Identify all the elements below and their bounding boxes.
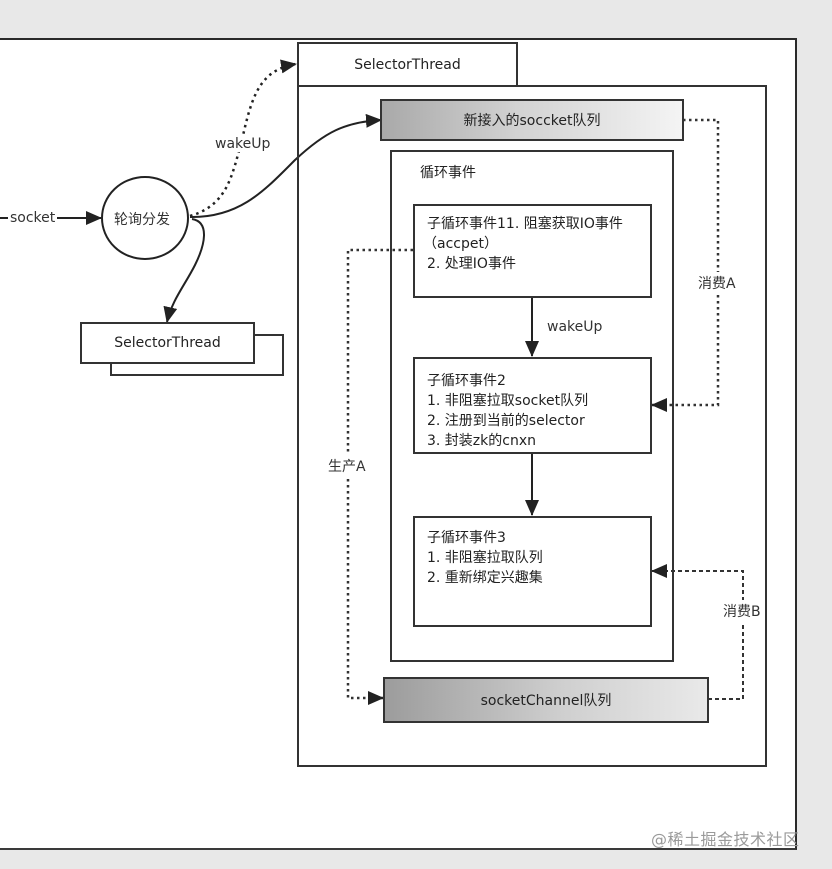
socket-channel-queue-label: socketChannel队列 [480,693,612,709]
socket-channel-queue: socketChannel队列 [383,677,709,723]
dispatch-to-queue-arrow [189,113,382,219]
loop-event-container [390,150,674,662]
consume-a-label: 消费A [698,272,736,294]
sub-loop-3: 子循环事件3 1. 非阻塞拉取队列 2. 重新绑定兴趣集 [413,516,652,627]
loop-event-title: 循环事件 [420,165,476,181]
sub-loop-2-line-2: 1. 非阻塞拉取socket队列 [427,393,589,409]
consume-b-label: 消费B [723,600,761,622]
sub-loop-2-line-3: 2. 注册到当前的selector [427,413,585,429]
produce-a-label: 生产A [328,455,366,477]
dispatcher-node [101,176,189,260]
consume-b-connector [651,564,744,700]
selector-thread-secondary: SelectorThread [80,322,255,364]
sub-loop-3-line-1: 子循环事件3 [427,530,506,546]
selector-thread-secondary-label: SelectorThread [114,335,221,351]
new-socket-queue-label: 新接入的soccket队列 [463,113,601,129]
dispatcher-label: 轮询分发 [114,212,170,228]
wakeup-label-inner: wakeUp [547,319,603,335]
sub-loop-1-line-2: （accpet） [423,236,498,252]
sub-loop-1: 子循环事件11. 阻塞获取IO事件 （accpet） 2. 处理IO事件 [413,204,652,298]
sub-loop-1-line-1: 子循环事件11. 阻塞获取IO事件 [427,216,623,232]
selector-thread-main-container [297,85,767,767]
sub-loop-3-line-3: 2. 重新绑定兴趣集 [427,570,543,586]
sub-loop-2-line-4: 3. 封装zk的cnxn [427,433,536,449]
sub-loop-1-line-3: 2. 处理IO事件 [427,256,516,272]
watermark: @稀土掘金技术社区 [651,830,800,849]
new-socket-queue: 新接入的soccket队列 [380,99,684,141]
selector-thread-main-label: SelectorThread [354,56,461,73]
selector-thread-main-header: SelectorThread [297,42,518,87]
socket-input-label: socket [8,210,58,226]
sub-loop-3-line-2: 1. 非阻塞拉取队列 [427,550,543,566]
sub-loop-2: 子循环事件2 1. 非阻塞拉取socket队列 2. 注册到当前的selecto… [413,357,652,454]
wakeup-label-outer: wakeUp [214,136,272,152]
sub-loop-2-line-1: 子循环事件2 [427,373,506,389]
dispatch-to-secondary-arrow [163,218,205,323]
